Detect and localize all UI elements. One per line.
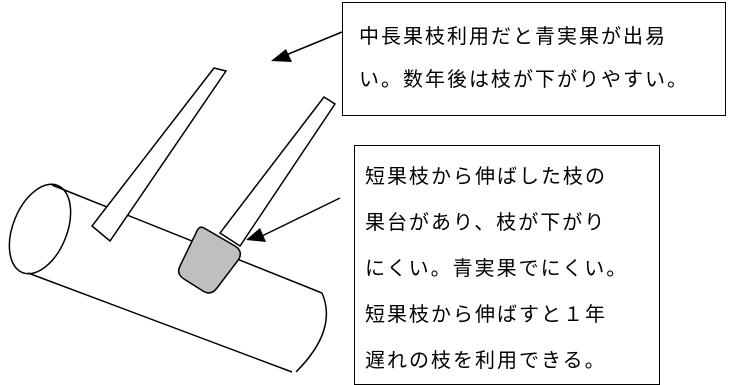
callout-line: 中長果枝利用だと青実果が出易 [359, 24, 667, 48]
callout-long-shoot: 中長果枝利用だと青実果が出易 い。数年後は枝が下がりやすい。 [342, 2, 726, 116]
arrow-to-fruit-base [246, 197, 341, 242]
arrowhead-icon [271, 49, 292, 62]
callout-line: にくい。青実果でにくい。 [365, 256, 629, 280]
callout-line: 短果枝から伸ばした枝の [365, 164, 607, 188]
callout-line: 遅れの枝を利用できる。 [365, 348, 607, 372]
callout-line: 果台があり、枝が下がり [365, 210, 607, 234]
main-branch-bottom-edge [27, 272, 293, 373]
main-branch-far-end [295, 292, 328, 373]
long-fruiting-shoot [90, 67, 228, 243]
main-branch-top-edge [51, 184, 323, 294]
spur-shoot [218, 95, 337, 248]
arrow-to-long-shoot [271, 31, 343, 62]
callout-line: い。数年後は枝が下がりやすい。 [359, 67, 689, 91]
callout-short-spur: 短果枝から伸ばした枝の 果台があり、枝が下がり にくい。青実果でにくい。 短果枝… [354, 145, 660, 385]
fruit-base [177, 226, 242, 294]
main-branch-end [8, 183, 72, 275]
callout-line: 短果枝から伸ばすと１年 [365, 302, 607, 326]
arrowhead-icon [246, 228, 266, 242]
main-branch [8, 183, 328, 373]
